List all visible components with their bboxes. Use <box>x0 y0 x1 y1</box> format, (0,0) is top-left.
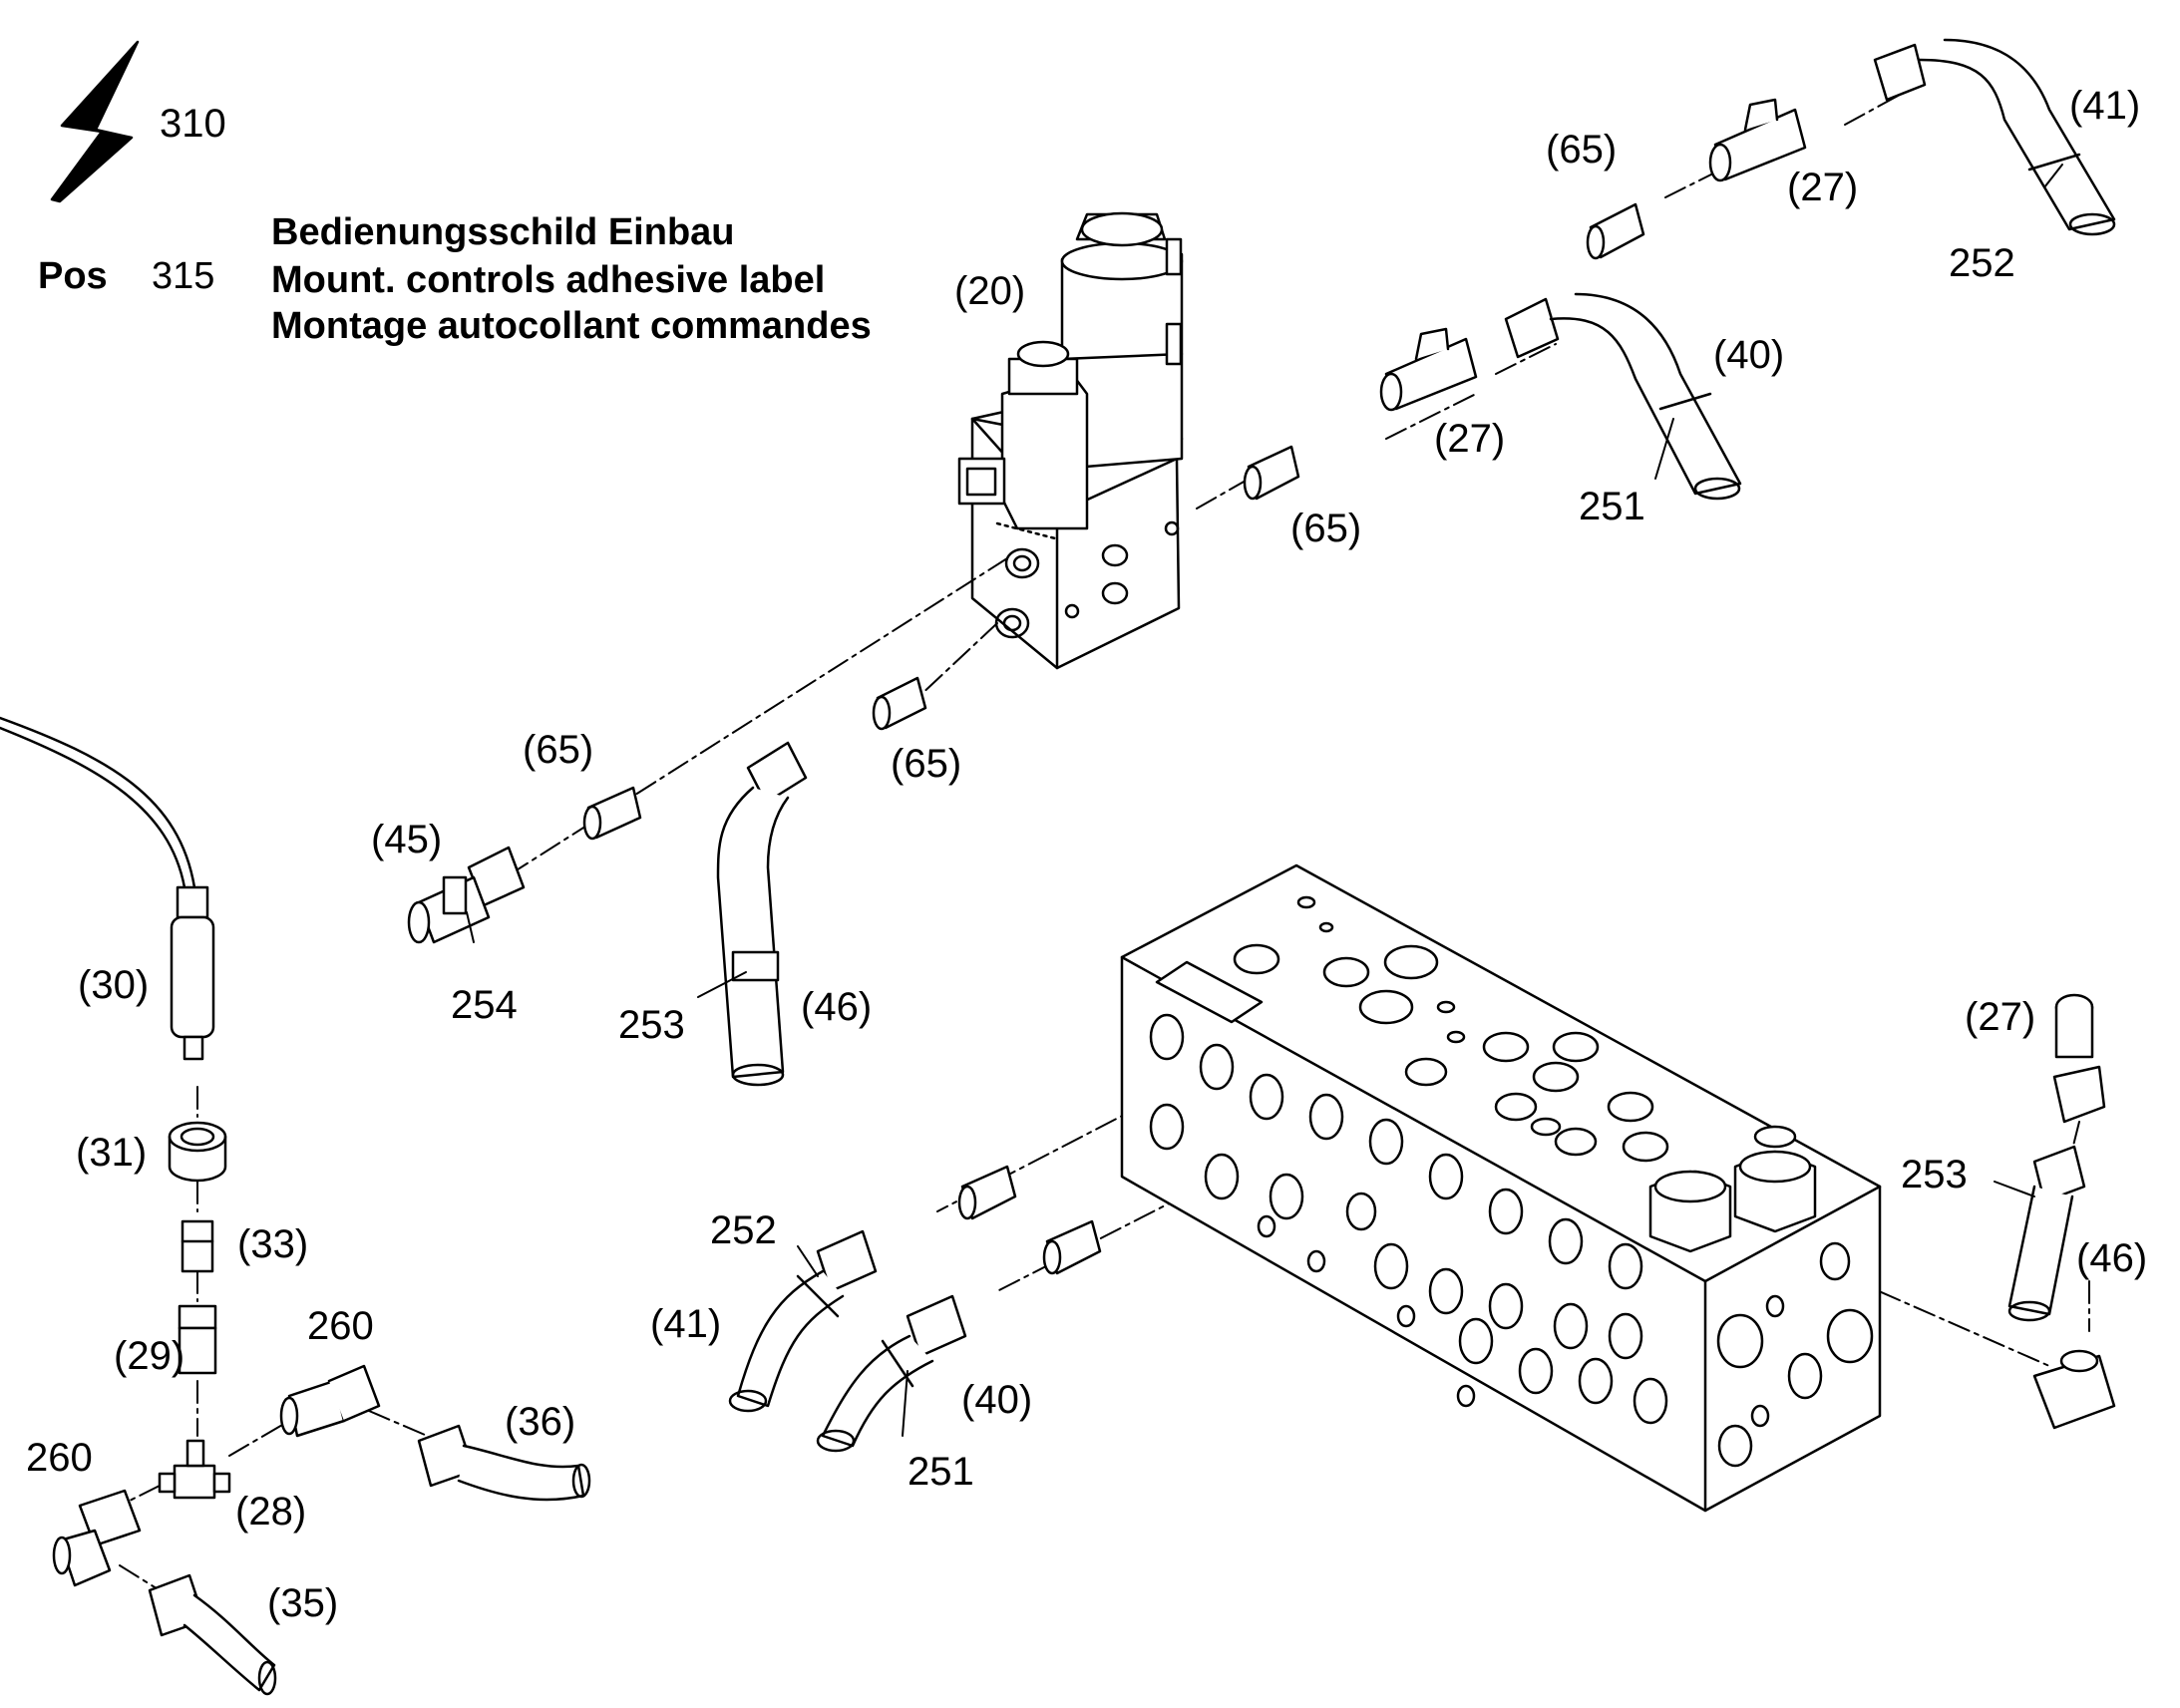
callout-41-top: (41) <box>2069 84 2141 128</box>
callout-252-top: 252 <box>1949 241 2015 285</box>
callout-253-center: 253 <box>618 1003 685 1047</box>
callout-33: (33) <box>237 1222 309 1266</box>
valve-assembly-20 <box>957 211 1184 670</box>
elbow-260-left <box>52 1489 142 1587</box>
hose-41-top <box>1873 38 2116 236</box>
callout-20: (20) <box>954 269 1026 313</box>
callout-260-right: 260 <box>307 1304 374 1348</box>
pos-number: 315 <box>152 255 215 297</box>
callout-36: (36) <box>505 1400 576 1444</box>
callout-40-top: (40) <box>1713 333 1785 377</box>
hose-35 <box>148 1573 277 1696</box>
pressure-sensor-30 <box>0 716 215 1061</box>
seal-ring-31 <box>168 1121 227 1183</box>
tee-28 <box>158 1439 231 1500</box>
adapter-fittings <box>582 202 1645 1275</box>
callout-260-left: 260 <box>26 1436 93 1480</box>
callout-40-bottom: (40) <box>961 1378 1033 1422</box>
hose-36 <box>417 1424 591 1502</box>
pos-label-text: Pos <box>38 255 108 297</box>
callout-28: (28) <box>235 1490 307 1534</box>
header-line-de: Bedienungsschild Einbau <box>271 211 735 253</box>
callout-254: 254 <box>451 983 518 1027</box>
hose-41-bottom <box>728 1229 878 1413</box>
callout-65-mid: (65) <box>1290 507 1362 550</box>
callout-252-bottom: 252 <box>710 1208 777 1252</box>
callout-29: (29) <box>114 1334 185 1378</box>
callout-253-right: 253 <box>1901 1153 1968 1196</box>
hose-46-right <box>2007 1145 2086 1322</box>
hose-45 <box>407 846 526 944</box>
callout-251-bottom: 251 <box>908 1450 974 1494</box>
manifold-block <box>1120 863 1882 1513</box>
pos-label: Pos <box>38 257 108 295</box>
callout-31: (31) <box>76 1131 148 1175</box>
elbow-260-right <box>279 1364 381 1438</box>
hose-40-top <box>1504 292 1742 501</box>
hose-46-center <box>716 741 808 1087</box>
nut-29 <box>178 1304 217 1375</box>
lightning-icon <box>50 40 140 203</box>
hose-40-bottom <box>816 1294 967 1453</box>
callout-27-top: (27) <box>1787 166 1859 209</box>
header-line-fr: Montage autocollant commandes <box>271 305 872 347</box>
callout-251-top: 251 <box>1579 485 1645 528</box>
header-line-en: Mount. controls adhesive label <box>271 259 826 301</box>
nipple-33 <box>181 1219 214 1273</box>
callout-30: (30) <box>78 963 150 1007</box>
callout-65-center: (65) <box>891 742 962 786</box>
callout-27-mid: (27) <box>1434 417 1506 461</box>
callout-leaders <box>466 164 2063 1437</box>
callout-45: (45) <box>371 818 443 861</box>
callout-41-bottom: (41) <box>650 1302 722 1346</box>
callout-46-center: (46) <box>801 985 873 1029</box>
callout-27-right: (27) <box>1965 995 2036 1039</box>
callout-65-left: (65) <box>523 728 594 772</box>
electric-ref-number: 310 <box>160 102 226 146</box>
callout-65-top: (65) <box>1546 128 1618 171</box>
tee-fittings <box>1379 98 2116 1430</box>
callout-46-right: (46) <box>2076 1236 2148 1280</box>
callout-35: (35) <box>267 1581 339 1625</box>
